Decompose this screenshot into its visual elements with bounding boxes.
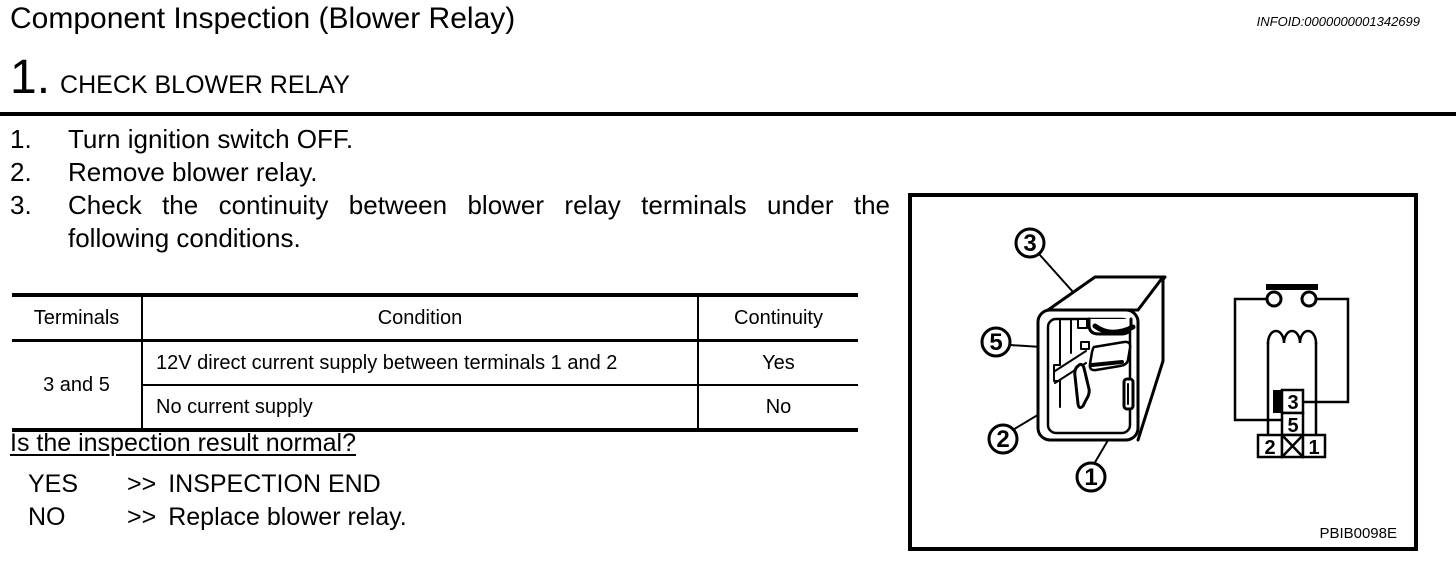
result-label: YES [28, 470, 79, 498]
relay-keyway [1053, 318, 1061, 408]
condition-cell: 12V direct current supply between termin… [141, 340, 699, 386]
relay-drawing [980, 227, 1167, 493]
switch-contact-left [1265, 290, 1283, 308]
terminal-5-slot-lip [1090, 360, 1124, 367]
step-1: 1. Turn ignition switch OFF. [10, 123, 890, 156]
heading-rule [0, 112, 1456, 116]
step-text: Remove blower relay. [68, 157, 318, 187]
pin-2-number: 2 [1264, 437, 1275, 459]
procedure-steps: 1. Turn ignition switch OFF. 2. Remove b… [10, 123, 890, 255]
pin-1-box [1301, 433, 1327, 459]
terminals-cell: 3 and 5 [43, 373, 110, 396]
pin-x-cross [1280, 433, 1305, 459]
switch-contact-right [1300, 290, 1318, 308]
callout-1-circle [1075, 461, 1107, 493]
result-arrow-icon: >> [127, 503, 157, 531]
step-number: 1. [10, 124, 32, 154]
callout-5-circle [980, 326, 1012, 358]
callout-1-number: 1 [1084, 464, 1097, 491]
table-header-row: Terminals Condition Continuity [12, 295, 858, 342]
figure-id: PBIB0098E [1319, 525, 1397, 542]
wire-switch-to-pin3 [1301, 297, 1350, 404]
step-3: 3. Check the continuity between blower r… [10, 189, 890, 255]
figure-frame [908, 193, 1418, 551]
callout-3-circle [1014, 227, 1046, 259]
result-no: NO >> Replace blower relay. [28, 501, 407, 534]
coil-symbol [1266, 329, 1318, 345]
continuity-table: Terminals Condition Continuity 3 and 5 1… [12, 293, 858, 432]
relay-right-face [1136, 275, 1165, 442]
terminal-5-marker [1080, 341, 1090, 350]
relay-circuit-schematic [1233, 284, 1350, 459]
switch-contact-bar [1266, 284, 1318, 290]
callout-2-circle [987, 423, 1019, 455]
pin-5-number: 5 [1287, 415, 1298, 437]
col-header-condition: Condition [141, 295, 699, 342]
col-header-terminals: Terminals [12, 295, 142, 342]
infoid-code: INFOID:0000000001342699 [1256, 14, 1420, 29]
table-row: 3 and 5 12V direct current supply betwee… [12, 340, 858, 396]
terminal-3-notch [1077, 318, 1088, 329]
continuity-cell: Yes [698, 340, 858, 386]
relay-ledge-line [1054, 350, 1087, 372]
relay-figure: 3 5 2 1 3 5 2 1 P [908, 193, 1418, 551]
callout-2-number: 2 [996, 426, 1009, 453]
section-title: CHECK BLOWER RELAY [60, 71, 350, 99]
callout-5-number: 5 [989, 329, 1002, 356]
result-label: NO [28, 503, 66, 531]
result-actions: YES >> INSPECTION END NO >> Replace blow… [28, 468, 407, 534]
step-number: 2. [10, 157, 32, 187]
step-2: 2. Remove blower relay. [10, 156, 890, 189]
result-arrow-icon: >> [127, 470, 157, 498]
condition-cell: No current supply [141, 385, 699, 430]
pin-1-number: 1 [1308, 437, 1319, 459]
terminal-3-slot-lip [1092, 323, 1136, 335]
step-text: Turn ignition switch OFF. [68, 124, 354, 154]
section-number: 1. [10, 51, 51, 104]
step-number: 3. [10, 190, 32, 220]
result-action: Replace blower relay. [168, 503, 407, 531]
page-title: Component Inspection (Blower Relay) [10, 2, 516, 35]
table-row: No current supply No [12, 385, 858, 430]
callout-3-number: 3 [1023, 230, 1036, 257]
result-yes: YES >> INSPECTION END [28, 468, 407, 501]
callout-numbers: 3 5 2 1 [989, 230, 1097, 491]
col-header-continuity: Continuity [698, 295, 858, 342]
step-text: Check the continuity between blower rela… [68, 190, 890, 253]
continuity-cell: No [765, 395, 792, 418]
inspection-question: Is the inspection result normal? [10, 429, 357, 457]
pin-3-number: 3 [1287, 392, 1298, 414]
wire-switch-to-pin5 [1233, 297, 1284, 422]
section-heading: 1. CHECK BLOWER RELAY [10, 54, 350, 102]
pin-3-mark [1273, 390, 1282, 413]
terminal-2-blade [1073, 362, 1091, 410]
pin-numbers: 3 5 2 1 [1264, 392, 1319, 459]
result-action: INSPECTION END [168, 470, 381, 498]
